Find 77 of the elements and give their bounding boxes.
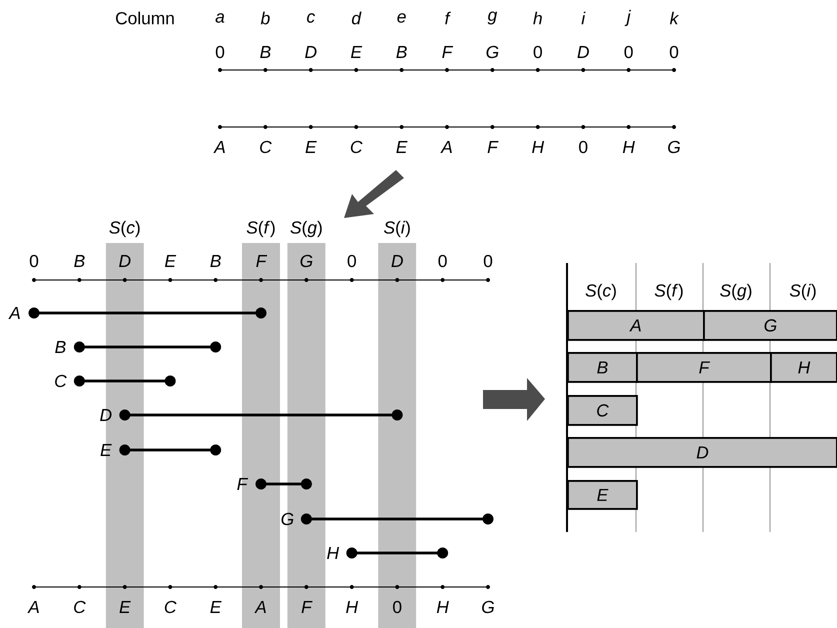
column-letter: g — [488, 12, 498, 24]
value-label: H — [532, 141, 544, 153]
interval-bar: C — [567, 395, 638, 426]
value-label: 0 — [438, 254, 447, 268]
band-label: S(i) — [384, 220, 410, 238]
value-label: E — [210, 601, 222, 613]
column-letter: b — [260, 12, 270, 24]
value-label: A — [440, 141, 452, 153]
value-label: H — [346, 601, 358, 613]
value-label: C — [350, 140, 363, 154]
column-letter: c — [307, 13, 315, 23]
interval-letter: A — [8, 307, 20, 319]
column-header: S(g) — [720, 284, 752, 300]
value-label: G — [486, 46, 498, 58]
value-label: H — [436, 601, 449, 613]
value-label: B — [260, 46, 271, 58]
value-label: F — [302, 601, 312, 613]
value-label: 0 — [534, 46, 542, 58]
value-label: F — [442, 46, 454, 58]
column-label: Column — [116, 12, 174, 24]
interval-letter: C — [55, 374, 67, 388]
column-letter: h — [533, 12, 542, 24]
interval-letter: H — [327, 547, 340, 559]
value-label: D — [392, 255, 403, 267]
value-label: E — [350, 46, 362, 58]
value-label: 0 — [670, 46, 678, 58]
column-letter: d — [352, 12, 362, 24]
value-label: 0 — [348, 254, 356, 268]
value-label: D — [578, 46, 589, 58]
column-letter: j — [624, 10, 631, 26]
value-label: B — [210, 255, 221, 267]
value-label: B — [74, 255, 85, 267]
value-label: A — [213, 141, 225, 153]
value-label: 0 — [484, 254, 492, 268]
value-label: G — [668, 140, 680, 154]
column-letter: k — [670, 12, 680, 24]
interval-bar: D — [567, 437, 837, 468]
band-label: S(c) — [109, 220, 140, 238]
value-label: D — [119, 255, 130, 267]
column-letter: f — [445, 12, 451, 24]
value-label: F — [256, 255, 268, 267]
value-label: H — [622, 141, 635, 153]
value-label: E — [306, 141, 317, 153]
value-label: E — [164, 255, 176, 267]
value-label: A — [254, 601, 266, 613]
column-letter: e — [397, 13, 406, 23]
interval-letter: E — [100, 444, 112, 456]
value-label: E — [396, 141, 408, 153]
interval-bar: A — [567, 310, 705, 341]
value-label: G — [300, 254, 312, 268]
interval-bar: G — [703, 310, 837, 341]
value-label: G — [482, 600, 494, 614]
interval-bar: B — [567, 352, 638, 383]
interval-letter: F — [237, 478, 248, 490]
column-header: S(f) — [654, 284, 683, 300]
interval-letter: D — [100, 409, 112, 421]
value-label: C — [74, 600, 86, 614]
value-label: C — [164, 600, 177, 614]
interval-bar: E — [567, 480, 638, 510]
column-letter: i — [582, 12, 586, 24]
value-label: 0 — [624, 46, 633, 58]
value-label: 0 — [393, 600, 402, 614]
value-label: A — [27, 601, 39, 613]
column-letter: a — [216, 13, 224, 23]
interval-bar: H — [770, 352, 837, 383]
interval-letter: G — [282, 512, 294, 526]
value-label: B — [396, 46, 407, 58]
value-label: D — [305, 46, 316, 58]
value-label: E — [120, 601, 131, 613]
band-label: S(g) — [290, 220, 322, 238]
value-label: 0 — [579, 140, 588, 154]
value-label: C — [260, 140, 272, 154]
value-label: F — [488, 141, 498, 153]
value-label: 0 — [216, 46, 224, 58]
interval-letter: B — [55, 341, 66, 353]
value-label: 0 — [30, 254, 38, 268]
band-label: S(f) — [246, 220, 275, 238]
